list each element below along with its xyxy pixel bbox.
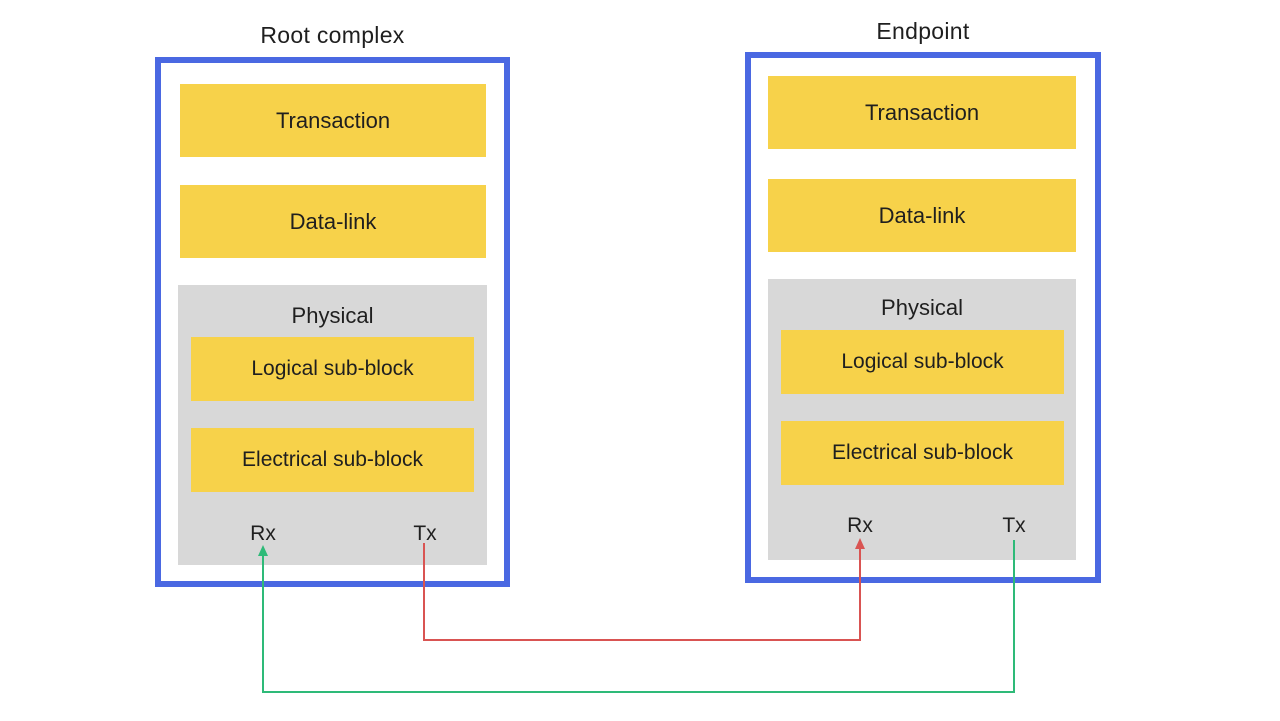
endpoint-datalink-layer: Data-link bbox=[768, 179, 1076, 252]
root-transaction-layer: Transaction bbox=[180, 84, 486, 157]
root-datalink-layer: Data-link bbox=[180, 185, 486, 258]
endpoint-transaction-layer: Transaction bbox=[768, 76, 1076, 149]
root-electrical-subblock: Electrical sub-block bbox=[191, 428, 474, 492]
endpoint-box: Transaction Data-link Physical Logical s… bbox=[745, 52, 1101, 583]
endpoint-electrical-subblock: Electrical sub-block bbox=[781, 421, 1064, 485]
root-rx-port-label: Rx bbox=[250, 522, 276, 545]
endpoint-tx-port-label: Tx bbox=[1002, 514, 1026, 537]
root-complex-box: Transaction Data-link Physical Logical s… bbox=[155, 57, 510, 587]
root-physical-label: Physical bbox=[291, 303, 374, 328]
endpoint-physical-label: Physical bbox=[881, 295, 963, 320]
endpoint-rx-port-label: Rx bbox=[847, 514, 873, 537]
root-complex-title: Root complex bbox=[260, 22, 405, 48]
root-physical-layer: Physical Logical sub-block Electrical su… bbox=[178, 285, 487, 565]
root-logical-subblock: Logical sub-block bbox=[191, 337, 474, 401]
endpoint-physical-layer: Physical Logical sub-block Electrical su… bbox=[768, 279, 1076, 560]
endpoint-logical-subblock: Logical sub-block bbox=[781, 330, 1064, 394]
root-tx-port-label: Tx bbox=[413, 522, 437, 545]
endpoint-title: Endpoint bbox=[876, 18, 970, 44]
